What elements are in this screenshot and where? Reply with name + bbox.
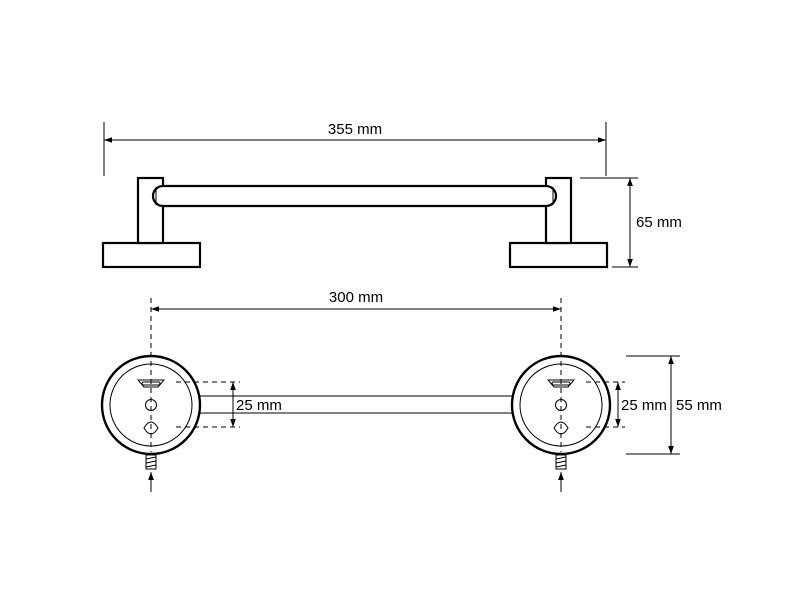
towel-bar-tube: [151, 184, 558, 208]
set-screw-left: [145, 454, 157, 492]
height-dimension: 65 mm: [580, 177, 682, 268]
oval-slot-icon: [553, 421, 569, 435]
base-diameter-label: 55 mm: [676, 397, 722, 414]
overall-length-dimension: 355 mm: [103, 121, 607, 176]
height-label: 65 mm: [636, 214, 682, 231]
back-view: [100, 298, 612, 492]
set-screw-right: [555, 454, 567, 492]
overall-length-label: 355 mm: [328, 121, 382, 138]
base-diameter-dimension: 55 mm: [626, 355, 722, 455]
center-distance-label: 300 mm: [329, 289, 383, 306]
right-hole-spacing-dimension: 25 mm: [586, 381, 667, 428]
oval-slot-icon: [143, 421, 159, 435]
left-hole-spacing-label: 25 mm: [236, 397, 282, 414]
right-hole-spacing-label: 25 mm: [621, 397, 667, 414]
side-view: [101, 176, 609, 269]
left-base-plate: [101, 241, 202, 269]
left-hole-spacing-dimension: 25 mm: [176, 381, 282, 428]
center-distance-dimension: 300 mm: [151, 289, 561, 312]
right-base-plate: [508, 241, 609, 269]
